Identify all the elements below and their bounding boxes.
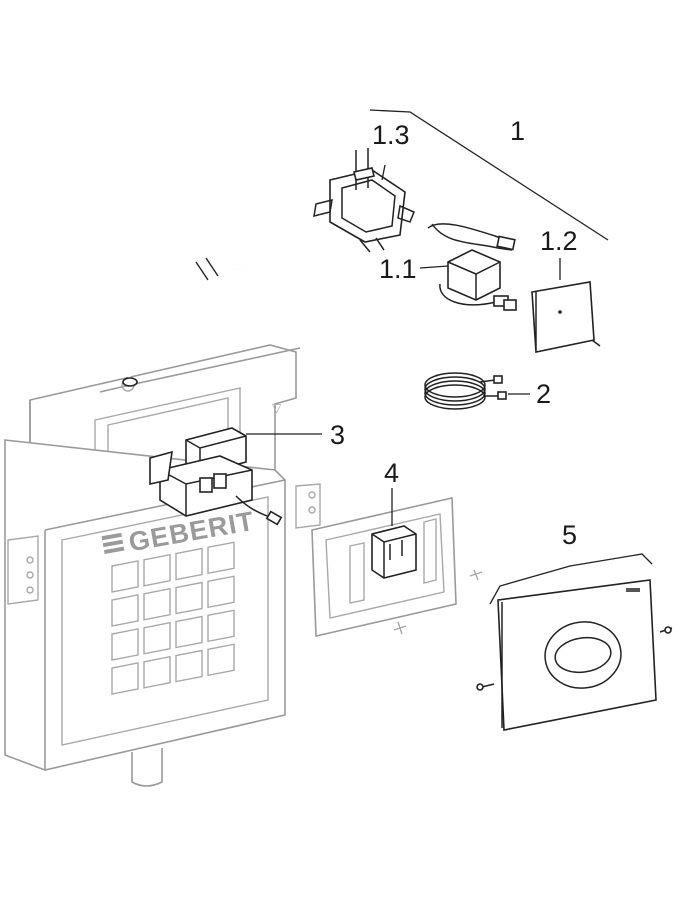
- callout-4: 4: [384, 458, 399, 488]
- connection-cable: [122, 229, 362, 387]
- callout-2: 2: [536, 379, 551, 409]
- valve-unit: [149, 427, 283, 526]
- callout-labels: 1 1.3 1.1 1.2 2 3 4 5: [330, 116, 578, 550]
- svg-text:▽: ▽: [272, 401, 282, 415]
- callout-1: 1: [510, 116, 525, 146]
- power-supply-unit: [313, 148, 415, 253]
- sensor-cover-plate: [531, 281, 601, 353]
- sensor-module: [427, 223, 517, 311]
- callout-1-3: 1.3: [372, 120, 410, 150]
- callout-leaders: [246, 109, 653, 605]
- extension-cable-coil: [424, 372, 507, 410]
- callout-3: 3: [330, 420, 345, 450]
- concealed-cistern: ▽ ▽ GEBERIT: [4, 344, 321, 787]
- flush-plate: [476, 579, 673, 731]
- callout-1-2: 1.2: [540, 226, 578, 256]
- callout-5: 5: [562, 520, 577, 550]
- mounting-frame: [311, 497, 483, 637]
- front-panel-grid: [111, 541, 235, 695]
- callout-1-1: 1.1: [379, 254, 417, 284]
